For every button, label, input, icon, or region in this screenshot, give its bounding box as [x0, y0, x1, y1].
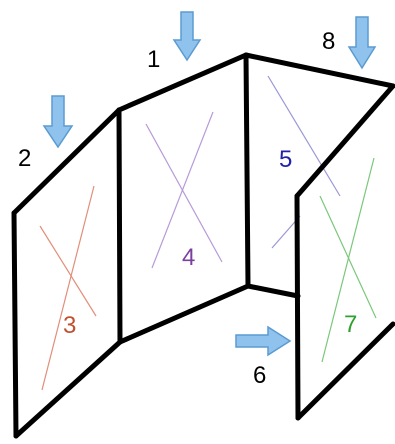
label-6: 6 — [253, 362, 266, 389]
label-2: 2 — [18, 145, 31, 172]
panel-4-cross — [145, 111, 223, 269]
panel-7-cross — [319, 157, 377, 363]
label-4: 4 — [182, 244, 195, 271]
arrow-6-right-icon — [235, 325, 292, 357]
arrow-8-down-icon — [347, 16, 377, 70]
label-7: 7 — [344, 311, 357, 338]
label-1: 1 — [147, 46, 160, 73]
panel-3-cross — [39, 185, 97, 391]
arrow-2-down-icon — [42, 95, 74, 149]
label-8: 8 — [322, 28, 335, 55]
screen-outline — [11, 52, 395, 439]
arrow-1-down-icon — [172, 11, 202, 62]
label-5: 5 — [279, 146, 292, 173]
label-3: 3 — [63, 312, 76, 339]
